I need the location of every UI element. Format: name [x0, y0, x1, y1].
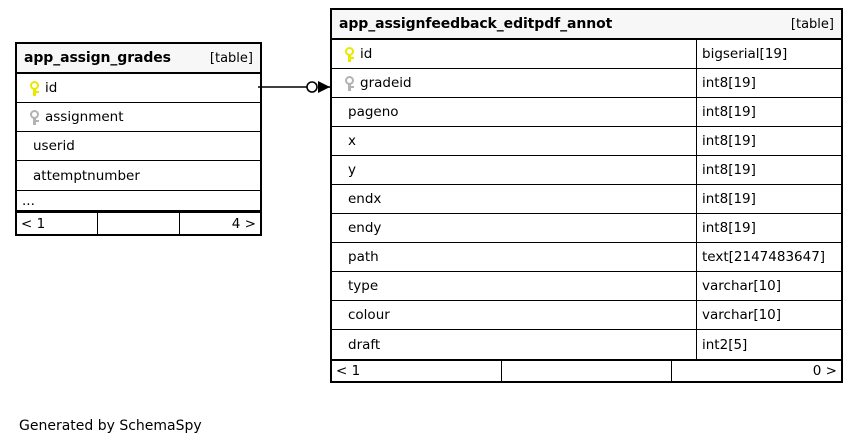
column-name-cell: x — [332, 127, 696, 155]
column-label: pageno — [348, 104, 399, 120]
table-type-tag: [table] — [790, 16, 834, 32]
column-name-cell: endx — [332, 185, 696, 213]
table-app-assign-grades[interactable]: app_assign_grades [table] id assign — [15, 42, 262, 236]
column-type-cell: int8[19] — [696, 69, 841, 97]
column-name-cell: y — [332, 156, 696, 184]
column-name-cell: id — [17, 74, 260, 102]
table-row[interactable]: assignment — [17, 103, 260, 132]
table-row[interactable]: gradeid int8[19] — [332, 69, 841, 98]
table-row[interactable]: x int8[19] — [332, 127, 841, 156]
column-name-cell: colour — [332, 301, 696, 329]
column-name-cell: endy — [332, 214, 696, 242]
table-row[interactable]: endy int8[19] — [332, 214, 841, 243]
column-type-cell: int8[19] — [696, 214, 841, 242]
column-label: id — [45, 80, 58, 96]
column-label: id — [360, 46, 373, 62]
foreign-key-icon — [338, 75, 360, 91]
table-row[interactable]: endx int8[19] — [332, 185, 841, 214]
column-label: type — [348, 278, 379, 294]
primary-key-icon — [338, 46, 360, 62]
column-name-cell: attemptnumber — [17, 161, 260, 190]
column-name-cell: type — [332, 272, 696, 300]
table-row[interactable]: id — [17, 74, 260, 103]
column-list: id bigserial[19] gradeid int8[19] pageno… — [332, 40, 841, 359]
footer-prev-count[interactable]: < 1 — [21, 215, 46, 232]
column-label: userid — [33, 138, 75, 154]
table-header: app_assign_grades [table] — [17, 44, 260, 74]
footer-next-count[interactable]: 0 > — [671, 361, 841, 381]
footer-prev-count[interactable]: < 1 — [336, 363, 361, 379]
column-list: id assignment userid — [17, 74, 260, 190]
column-label: path — [348, 249, 379, 265]
column-label: y — [348, 162, 356, 178]
foreign-key-icon — [23, 109, 45, 125]
primary-key-icon — [23, 80, 45, 96]
column-type-cell: int8[19] — [696, 185, 841, 213]
table-row[interactable]: y int8[19] — [332, 156, 841, 185]
column-name-cell: pageno — [332, 98, 696, 126]
column-type-cell: varchar[10] — [696, 272, 841, 300]
column-type-cell: int8[19] — [696, 156, 841, 184]
table-row[interactable]: type varchar[10] — [332, 272, 841, 301]
column-type-cell: bigserial[19] — [696, 40, 841, 68]
column-label: draft — [348, 336, 381, 353]
column-type-cell: int8[19] — [696, 98, 841, 126]
table-footer: < 1 0 > — [332, 359, 841, 381]
column-label: assignment — [45, 109, 124, 125]
column-type-cell: int8[19] — [696, 127, 841, 155]
table-row[interactable]: colour varchar[10] — [332, 301, 841, 330]
column-label: colour — [348, 307, 390, 323]
generated-by-caption: Generated by SchemaSpy — [19, 418, 202, 434]
column-name-cell: userid — [17, 132, 260, 160]
table-footer: < 1 4 > — [17, 212, 260, 234]
footer-next-count[interactable]: 4 > — [178, 213, 260, 234]
footer-middle — [501, 361, 671, 381]
table-row[interactable]: path text[2147483647] — [332, 243, 841, 272]
footer-middle — [97, 213, 178, 234]
column-label: x — [348, 133, 356, 149]
table-row[interactable]: id bigserial[19] — [332, 40, 841, 69]
column-name-cell: draft — [332, 330, 696, 359]
column-name-cell: path — [332, 243, 696, 271]
column-label: endx — [348, 191, 382, 207]
column-name-cell: id — [332, 40, 696, 68]
table-type-tag: [table] — [209, 50, 253, 66]
more-columns-indicator: ... — [17, 190, 260, 212]
column-label: gradeid — [360, 75, 412, 91]
column-label: attemptnumber — [33, 167, 140, 184]
table-title: app_assign_grades — [24, 50, 171, 66]
table-header: app_assignfeedback_editpdf_annot [table] — [332, 10, 841, 40]
column-name-cell: gradeid — [332, 69, 696, 97]
table-title: app_assignfeedback_editpdf_annot — [339, 16, 613, 32]
column-label: endy — [348, 220, 382, 236]
table-row[interactable]: draft int2[5] — [332, 330, 841, 359]
table-row[interactable]: pageno int8[19] — [332, 98, 841, 127]
column-type-cell: int2[5] — [696, 330, 841, 359]
table-app-assignfeedback-editpdf-annot[interactable]: app_assignfeedback_editpdf_annot [table]… — [330, 8, 843, 383]
table-row[interactable]: attemptnumber — [17, 161, 260, 190]
column-type-cell: text[2147483647] — [696, 243, 841, 271]
table-row[interactable]: userid — [17, 132, 260, 161]
optional-circle-marker — [306, 81, 318, 93]
column-type-cell: varchar[10] — [696, 301, 841, 329]
column-name-cell: assignment — [17, 103, 260, 131]
zero-or-more-relationship-connector — [258, 81, 332, 93]
